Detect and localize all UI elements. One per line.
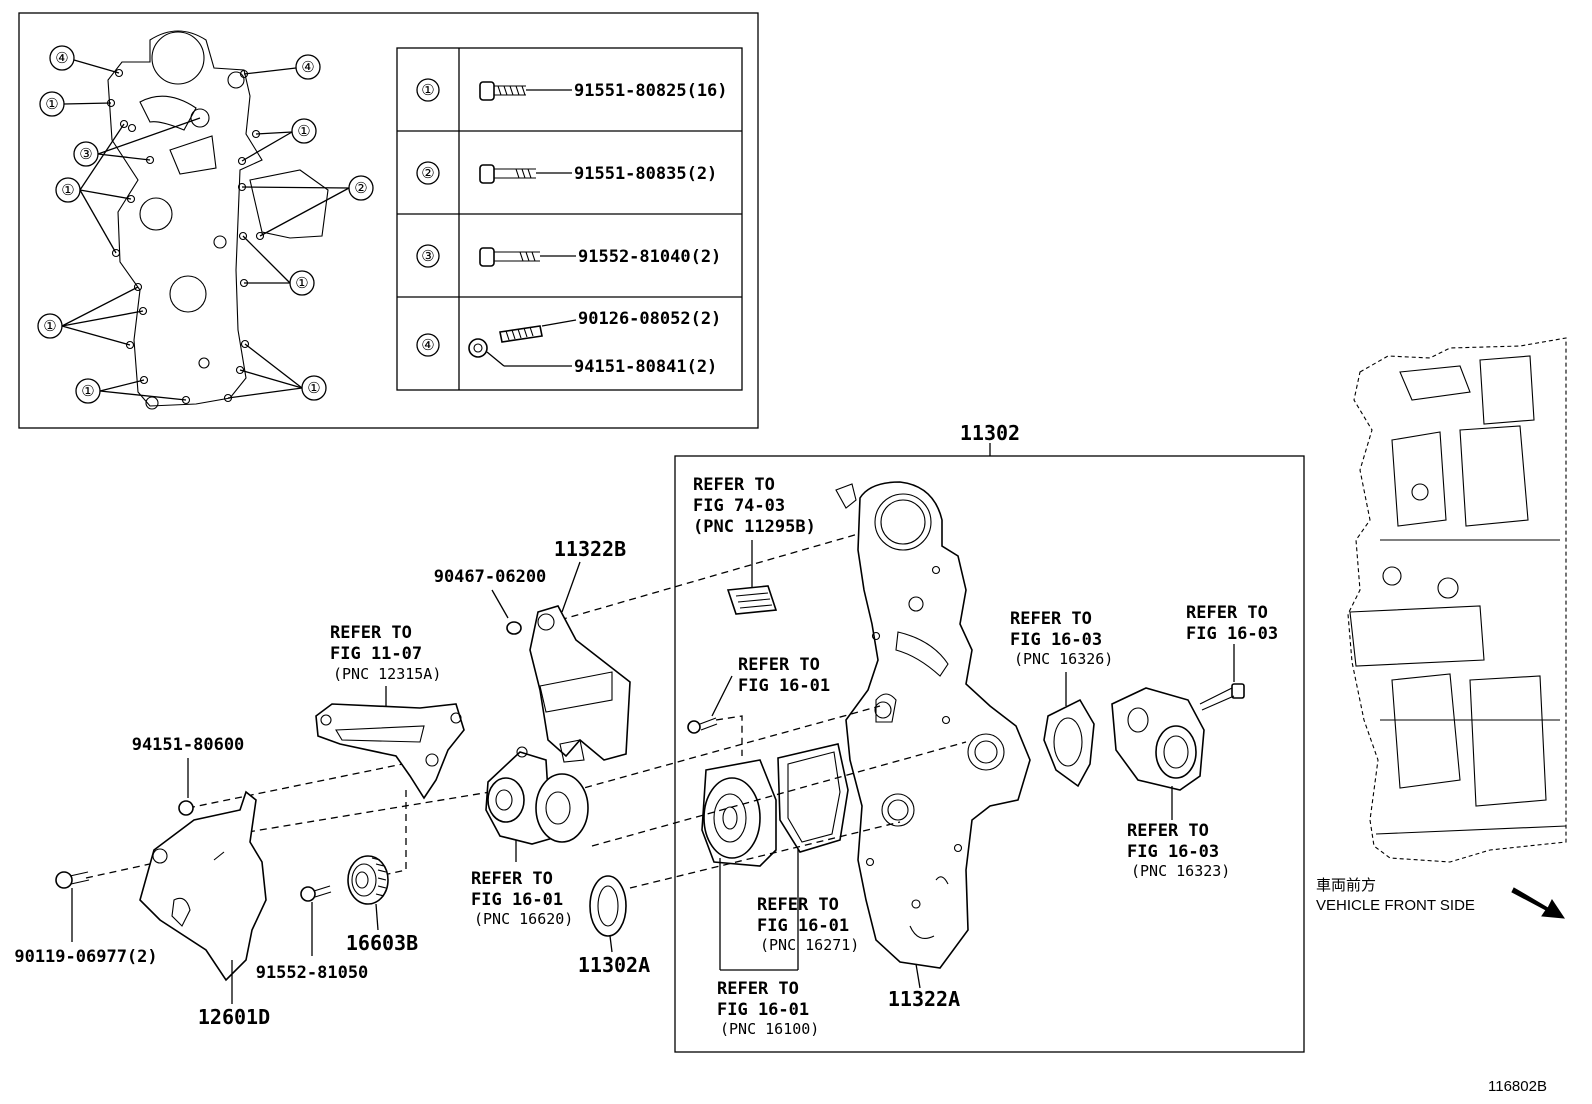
callout-1: ① (81, 383, 94, 400)
part-11322a-label: 11322A (888, 987, 960, 1011)
legend-part-3: 91552-81040(2) (578, 247, 721, 267)
stud-icon (499, 325, 543, 343)
legend-part-2: 91551-80835(2) (574, 164, 717, 184)
callout-4-right: ④ (301, 59, 314, 76)
callout-3: ③ (79, 146, 92, 163)
ref-16620-line3: (PNC 16620) (474, 910, 573, 928)
front-label-en: VEHICLE FRONT SIDE (1316, 897, 1475, 914)
callout-1: ① (307, 380, 320, 397)
ref-1603-line2: FIG 16-03 (1186, 624, 1278, 644)
ref-16323-line3: (PNC 16323) (1131, 862, 1230, 880)
bolt-legend-table: ① 91551-80825(16) ② 91551-80835(2) ③ (396, 47, 743, 391)
part-11302a-label: 11302A (578, 953, 650, 977)
clip-part (506, 621, 522, 635)
figure-id: 116802B (1488, 1078, 1547, 1095)
part-90467-label: 90467-06200 (434, 567, 547, 587)
inset-panel: ④ ④ ① ③ ① ② (18, 12, 759, 429)
belt-tensioner (485, 746, 589, 845)
alignment-lines (85, 533, 967, 889)
ref-16326-line3: (PNC 16326) (1014, 650, 1113, 668)
ref-16326-line1: REFER TO (1010, 609, 1092, 629)
legend-key-1: ① (421, 82, 434, 99)
legend-part-4b: 94151-80841(2) (574, 357, 717, 377)
callout-4-left: ④ (55, 50, 68, 67)
callout-1: ① (297, 123, 310, 140)
ref-7403-line2: FIG 74-03 (693, 496, 785, 516)
ref-1603-line1: REFER TO (1186, 603, 1268, 623)
generator-bracket (315, 703, 465, 800)
bracket-11322b (529, 605, 631, 763)
bolt-icon (479, 247, 540, 267)
thermostat-housing (1111, 687, 1205, 791)
cover-12601d (139, 790, 267, 982)
ref-16323-line2: FIG 16-03 (1127, 842, 1219, 862)
callout-1: ① (43, 318, 56, 335)
ref-16271-line3: (PNC 16271) (760, 936, 859, 954)
legend-key-3: ③ (421, 248, 434, 265)
inset-cover-drawing (106, 30, 329, 410)
ref-7403-line3: (PNC 11295B) (693, 517, 816, 537)
callout-1: ① (295, 275, 308, 292)
oil-seal (589, 875, 627, 937)
legend-key-4: ④ (421, 337, 434, 354)
callout-1: ① (45, 96, 58, 113)
label-plate (726, 585, 778, 615)
bolt-icon (479, 164, 536, 184)
part-12601d-label: 12601D (198, 1005, 270, 1029)
ref-16271-line2: FIG 16-01 (757, 916, 849, 936)
ref-7403-line1: REFER TO (693, 475, 775, 495)
nut-icon (468, 338, 488, 358)
part-16603b-label: 16603B (346, 931, 418, 955)
inset-border (18, 12, 759, 429)
ref-16271-line1: REFER TO (757, 895, 839, 915)
ref-1107-line3: (PNC 12315A) (333, 665, 441, 683)
ref-1107-line2: FIG 11-07 (330, 644, 422, 664)
part-11302-label: 11302 (960, 421, 1020, 445)
inset-callouts: ④ ④ ① ③ ① ② (37, 45, 374, 404)
callout-circle (49, 45, 75, 71)
ref-16100-line2: FIG 16-01 (717, 1000, 809, 1020)
ref-16326-line2: FIG 16-03 (1010, 630, 1102, 650)
bolt-part (55, 871, 90, 889)
engine-block-reference (1347, 337, 1567, 863)
assembly-11302-group: 11302 REFER TO FIG 74-03 (PNC 11295B) (674, 421, 1305, 1053)
water-pump-gasket (777, 743, 849, 853)
ref-16323-line1: REFER TO (1127, 821, 1209, 841)
idler-pulley (347, 855, 389, 905)
part-91552-label: 91552-81050 (256, 963, 369, 983)
part-11322b-label: 11322B (554, 537, 626, 561)
part-90119-label: 90119-06977(2) (14, 947, 157, 967)
callout-1: ① (61, 182, 74, 199)
front-direction-arrow (1511, 887, 1565, 919)
nut-part (178, 800, 194, 816)
bolt-icon (479, 81, 526, 101)
timing-chain-cover (835, 481, 1031, 969)
ref-16620-line2: FIG 16-01 (471, 890, 563, 910)
ref-1601-line1: REFER TO (738, 655, 820, 675)
water-pump (701, 759, 777, 867)
ref-16100-line3: (PNC 16100) (720, 1020, 819, 1038)
bolt-part (300, 885, 332, 902)
ref-1601-line2: FIG 16-01 (738, 676, 830, 696)
legend-part-1: 91551-80825(16) (574, 81, 728, 101)
part-94151-label: 94151-80600 (132, 735, 245, 755)
callout-2: ② (354, 180, 367, 197)
bolt-part (1199, 683, 1245, 711)
legend-part-4a: 90126-08052(2) (578, 309, 721, 329)
thermostat-gasket (1043, 698, 1095, 788)
legend-key-2: ② (421, 165, 434, 182)
front-label-jp: 車両前方 (1316, 877, 1376, 894)
ref-16620-line1: REFER TO (471, 869, 553, 889)
ref-16100-line1: REFER TO (717, 979, 799, 999)
bolt-part (687, 717, 718, 734)
ref-1107-line1: REFER TO (330, 623, 412, 643)
